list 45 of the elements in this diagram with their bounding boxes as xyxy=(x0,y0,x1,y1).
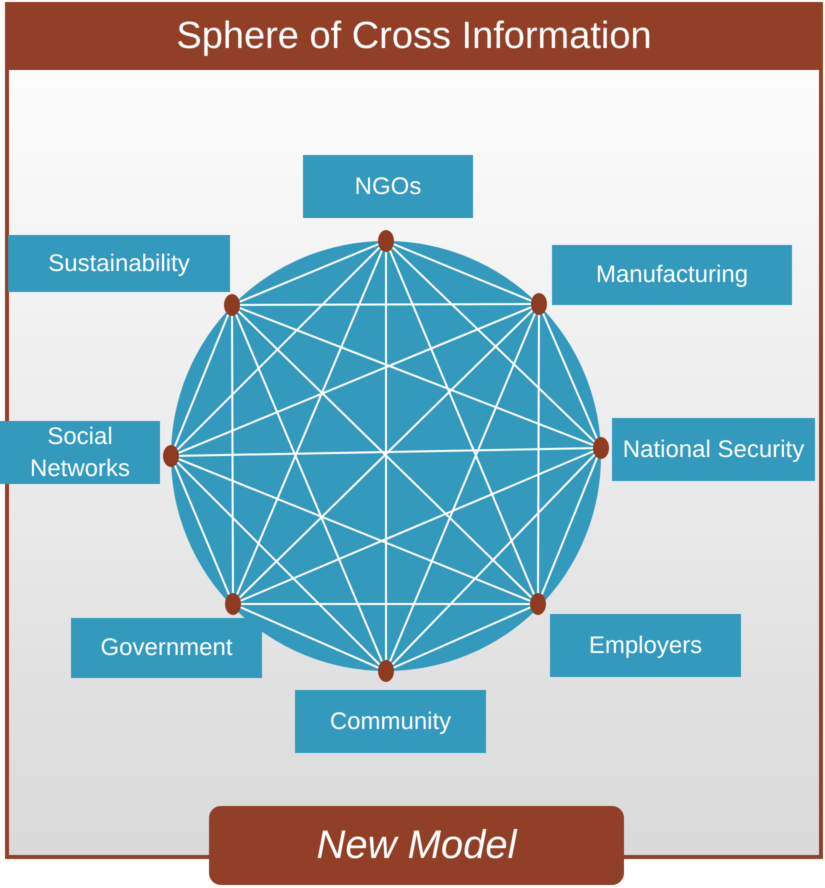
connector-line xyxy=(176,246,380,450)
connection-dot xyxy=(593,437,609,459)
connector-line xyxy=(540,457,598,595)
category-box: Employers xyxy=(550,614,741,677)
connection-dot xyxy=(531,293,547,315)
connection-dot xyxy=(378,230,394,252)
connection-dot xyxy=(224,294,240,316)
connection-dot xyxy=(163,445,179,467)
connector-line xyxy=(178,458,531,602)
banner-text: New Model xyxy=(316,823,517,868)
connector-line xyxy=(240,606,379,669)
connector-line xyxy=(385,252,387,660)
connector-line xyxy=(239,243,379,303)
connector-line xyxy=(239,307,594,446)
connector-line xyxy=(542,313,598,439)
model-banner xyxy=(209,806,624,885)
connector-line xyxy=(231,316,234,593)
category-box: Manufacturing xyxy=(552,245,792,305)
category-box: Social Networks xyxy=(0,421,160,484)
connector-line xyxy=(393,243,532,302)
connection-dot xyxy=(530,593,546,615)
connector-line xyxy=(241,603,530,605)
connection-dot xyxy=(225,593,241,615)
category-box: Sustainability xyxy=(8,235,230,292)
connector-line xyxy=(176,462,380,666)
connector-line xyxy=(174,314,230,447)
category-box: NGOs xyxy=(303,155,473,218)
connector-line xyxy=(392,454,596,666)
connector-line xyxy=(393,606,531,669)
connector-line xyxy=(240,450,594,602)
diagram-title: Sphere of Cross Information xyxy=(176,14,652,58)
connector-line xyxy=(236,250,383,595)
category-box: Government xyxy=(71,618,262,678)
category-box: Community xyxy=(295,690,486,753)
connector-line xyxy=(178,447,594,457)
connector-line xyxy=(240,303,531,306)
connector-line xyxy=(174,465,230,595)
connector-line xyxy=(389,313,536,662)
category-box: National Security xyxy=(612,418,815,481)
connection-dot xyxy=(378,660,394,682)
connector-line xyxy=(392,246,596,442)
connector-line xyxy=(235,314,383,662)
connector-line xyxy=(178,306,532,454)
connector-line xyxy=(389,250,535,595)
connector-line xyxy=(537,315,540,593)
